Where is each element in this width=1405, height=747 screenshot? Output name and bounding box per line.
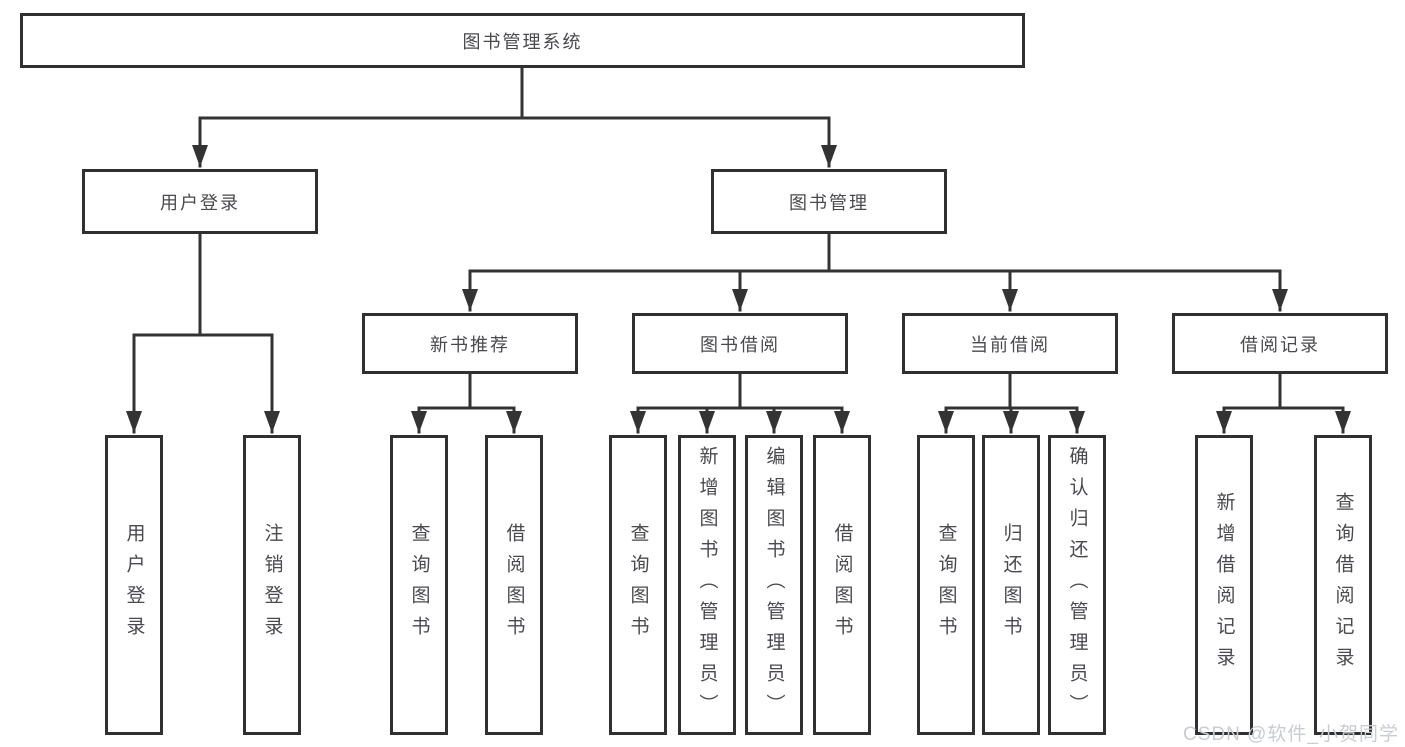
leaf-logout: 注销登录 — [243, 435, 301, 735]
leaf-bb-query-books: 查询图书 — [609, 435, 667, 735]
leaf-br-query-borrow-record: 查询借阅记录 — [1314, 435, 1372, 735]
node-current-borrowing: 当前借阅 — [902, 313, 1118, 374]
node-label: 编辑图书（管理员） — [763, 445, 785, 725]
node-label: 借阅图书 — [831, 523, 853, 647]
leaf-user-login: 用户登录 — [105, 435, 163, 735]
node-label: 借阅图书 — [503, 523, 525, 647]
leaf-nbr-query-books: 查询图书 — [390, 435, 448, 735]
node-new-book-recommendation: 新书推荐 — [362, 313, 578, 374]
leaf-cb-query-books: 查询图书 — [917, 435, 975, 735]
leaf-cb-confirm-return-admin: 确认归还（管理员） — [1048, 435, 1106, 735]
node-book-borrowing: 图书借阅 — [632, 313, 848, 374]
node-book-management: 图书管理 — [711, 169, 947, 234]
node-borrowing-records: 借阅记录 — [1172, 313, 1388, 374]
node-label: 图书借阅 — [700, 334, 780, 355]
node-label: 借阅记录 — [1240, 334, 1320, 355]
node-label: 查询图书 — [627, 523, 649, 647]
node-label: 归还图书 — [1000, 523, 1022, 647]
node-library-management-system: 图书管理系统 — [20, 13, 1025, 68]
leaf-nbr-borrow-books: 借阅图书 — [485, 435, 543, 735]
node-label: 新书推荐 — [430, 334, 510, 355]
node-label: 查询图书 — [935, 523, 957, 647]
node-user-login: 用户登录 — [82, 169, 318, 234]
leaf-bb-borrow-books: 借阅图书 — [813, 435, 871, 735]
node-label: 当前借阅 — [970, 334, 1050, 355]
node-label: 新增借阅记录 — [1213, 492, 1235, 678]
leaf-cb-return-books: 归还图书 — [982, 435, 1040, 735]
node-label: 查询图书 — [408, 523, 430, 647]
leaf-bb-add-books-admin: 新增图书（管理员） — [678, 435, 736, 735]
node-label: 查询借阅记录 — [1332, 492, 1354, 678]
node-label: 注销登录 — [261, 523, 283, 647]
leaf-bb-edit-books-admin: 编辑图书（管理员） — [745, 435, 803, 735]
csdn-watermark: CSDN @软件_小贺同学 — [1183, 724, 1399, 745]
node-label: 图书管理系统 — [462, 31, 583, 52]
node-label: 用户登录 — [160, 192, 240, 213]
leaf-br-add-borrow-record: 新增借阅记录 — [1195, 435, 1253, 735]
node-label: 图书管理 — [789, 192, 869, 213]
node-label: 新增图书（管理员） — [696, 445, 718, 725]
node-label: 确认归还（管理员） — [1066, 445, 1088, 725]
node-label: 用户登录 — [123, 523, 145, 647]
